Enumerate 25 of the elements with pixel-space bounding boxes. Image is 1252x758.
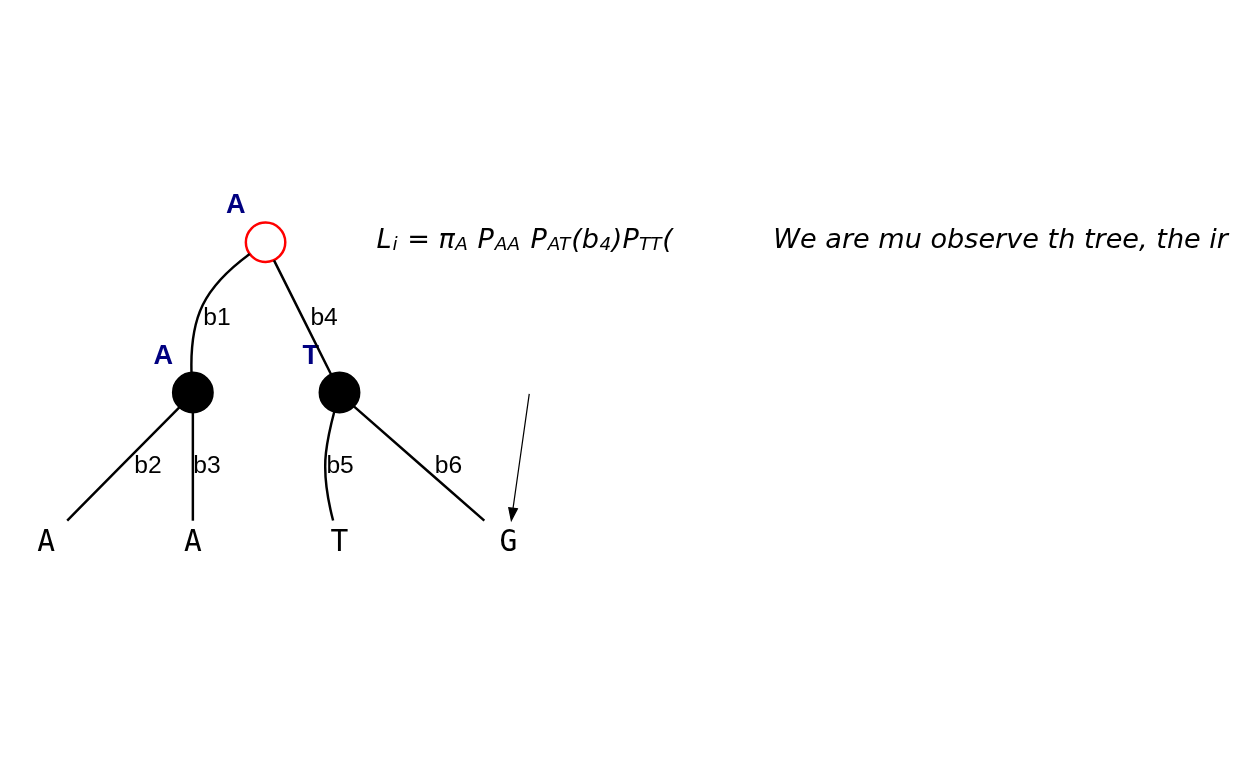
edge-label: b5	[326, 450, 354, 478]
edge-label: b3	[193, 450, 221, 478]
edge-label: b4	[310, 302, 338, 330]
node-text: A	[37, 523, 56, 558]
edge-label: b1	[203, 302, 231, 330]
node-circle	[318, 371, 361, 414]
node-circle	[171, 371, 214, 414]
connector	[272, 259, 333, 376]
connector	[191, 412, 195, 521]
connector	[324, 411, 336, 521]
label: We are mu observe th tree, the ir	[773, 222, 1229, 254]
connector	[66, 406, 181, 522]
node-circle	[244, 221, 287, 264]
node-text: T	[330, 523, 349, 558]
node-label: A	[153, 338, 174, 370]
node-text: A	[183, 523, 202, 558]
arrow	[508, 393, 530, 523]
label: Li = πA PAA PAT(b4)PTT(	[376, 222, 673, 254]
node-label: A	[226, 188, 246, 220]
node-label: T	[302, 338, 320, 370]
node-text: G	[499, 523, 518, 558]
edge-label: b6	[434, 450, 463, 478]
connector	[353, 405, 486, 522]
edge-label: b2	[134, 450, 162, 478]
connector	[190, 253, 251, 373]
